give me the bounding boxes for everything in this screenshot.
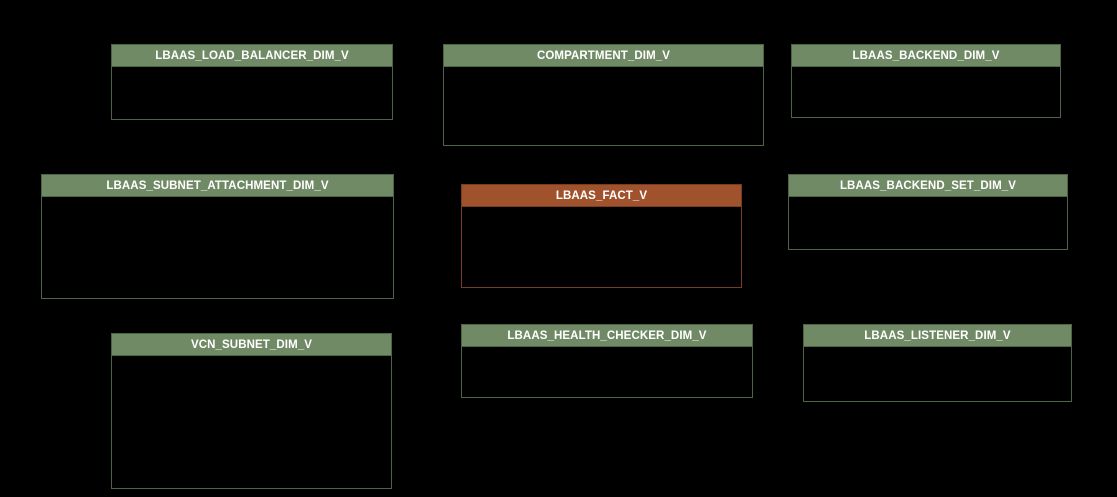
entity-lbaas-subnet-attachment-dim-v[interactable]: LBAAS_SUBNET_ATTACHMENT_DIM_V [41, 174, 394, 299]
entity-lbaas-load-balancer-dim-v[interactable]: LBAAS_LOAD_BALANCER_DIM_V [111, 44, 393, 120]
entity-title-lbaas-load-balancer-dim-v[interactable]: LBAAS_LOAD_BALANCER_DIM_V [112, 45, 392, 67]
entity-lbaas-health-checker-dim-v[interactable]: LBAAS_HEALTH_CHECKER_DIM_V [461, 324, 753, 398]
entity-body-lbaas-fact-v [462, 207, 741, 287]
entity-title-lbaas-backend-dim-v[interactable]: LBAAS_BACKEND_DIM_V [792, 45, 1060, 67]
entity-body-vcn-subnet-dim-v [112, 356, 391, 488]
entity-title-lbaas-fact-v[interactable]: LBAAS_FACT_V [462, 185, 741, 207]
entity-title-vcn-subnet-dim-v[interactable]: VCN_SUBNET_DIM_V [112, 334, 391, 356]
entity-body-lbaas-load-balancer-dim-v [112, 67, 392, 119]
entity-title-lbaas-listener-dim-v[interactable]: LBAAS_LISTENER_DIM_V [804, 325, 1071, 347]
entity-body-lbaas-health-checker-dim-v [462, 347, 752, 397]
entity-title-lbaas-health-checker-dim-v[interactable]: LBAAS_HEALTH_CHECKER_DIM_V [462, 325, 752, 347]
entity-body-lbaas-backend-dim-v [792, 67, 1060, 117]
entity-body-lbaas-listener-dim-v [804, 347, 1071, 401]
entity-lbaas-fact-v[interactable]: LBAAS_FACT_V [461, 184, 742, 288]
entity-body-lbaas-backend-set-dim-v [789, 197, 1067, 249]
entity-title-lbaas-subnet-attachment-dim-v[interactable]: LBAAS_SUBNET_ATTACHMENT_DIM_V [42, 175, 393, 197]
entity-body-lbaas-subnet-attachment-dim-v [42, 197, 393, 298]
entity-lbaas-backend-set-dim-v[interactable]: LBAAS_BACKEND_SET_DIM_V [788, 174, 1068, 250]
entity-lbaas-backend-dim-v[interactable]: LBAAS_BACKEND_DIM_V [791, 44, 1061, 118]
entity-compartment-dim-v[interactable]: COMPARTMENT_DIM_V [443, 44, 764, 146]
entity-lbaas-listener-dim-v[interactable]: LBAAS_LISTENER_DIM_V [803, 324, 1072, 402]
entity-vcn-subnet-dim-v[interactable]: VCN_SUBNET_DIM_V [111, 333, 392, 489]
entity-body-compartment-dim-v [444, 67, 763, 145]
entity-title-lbaas-backend-set-dim-v[interactable]: LBAAS_BACKEND_SET_DIM_V [789, 175, 1067, 197]
entity-title-compartment-dim-v[interactable]: COMPARTMENT_DIM_V [444, 45, 763, 67]
